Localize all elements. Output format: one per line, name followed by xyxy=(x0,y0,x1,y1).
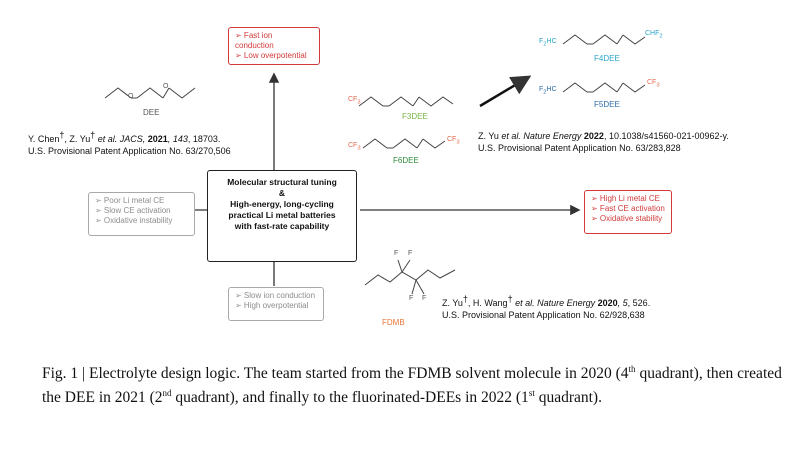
f3dee-cf3: CF3 xyxy=(348,96,361,106)
center-line: Molecular structural tuning xyxy=(227,177,337,187)
figure-caption: Fig. 1 | Electrolyte design logic. The t… xyxy=(42,363,782,406)
left-box-item: ➢ Poor Li metal CE xyxy=(95,196,165,205)
dee-o-2: O xyxy=(163,83,169,90)
dee-o-1: O xyxy=(128,93,134,100)
f6dee-cf3-left: CF3 xyxy=(348,142,361,152)
top-advantage-box: ➢ Fast ion conduction ➢ Low overpotentia… xyxy=(228,27,320,65)
bottom-drawback-box: ➢ Slow ion conduction ➢ High overpotenti… xyxy=(228,287,324,321)
bottom-box-item: ➢ High overpotential xyxy=(235,301,309,310)
reference-q2: Y. Chen†, Z. Yu† et al. JACS, 2021, 143,… xyxy=(28,130,231,157)
fdmb-structure xyxy=(364,259,456,295)
fdmb-f-2: F xyxy=(408,250,413,257)
fdmb-f-4: F xyxy=(422,295,427,302)
f4dee-f2hc: F2HC xyxy=(539,38,557,48)
f5dee-f2hc: F2HC xyxy=(539,86,557,96)
center-line: & xyxy=(278,188,286,198)
f6dee-label: F6DEE xyxy=(393,156,419,165)
fdmb-f-3: F xyxy=(409,295,414,302)
f5dee-label: F5DEE xyxy=(594,100,620,109)
reference-q1: Z. Yu et al. Nature Energy 2022, 10.1038… xyxy=(478,131,729,153)
f6dee-cf3-right: CF3 xyxy=(447,136,460,146)
f6dee-structure xyxy=(362,138,446,149)
f5dee-structure xyxy=(562,82,646,93)
fdmb-label: FDMB xyxy=(382,318,405,327)
reference-q4: Z. Yu†, H. Wang† et al. Nature Energy 20… xyxy=(442,294,651,321)
top-box-item: ➢ Low overpotential xyxy=(235,51,307,60)
f4dee-label: F4DEE xyxy=(594,54,620,63)
right-box-item: ➢ High Li metal CE xyxy=(591,194,660,203)
axes xyxy=(195,72,581,286)
center-line: practical Li metal batteries xyxy=(228,210,336,220)
dee-structure xyxy=(104,87,196,99)
dee-label: DEE xyxy=(143,108,160,117)
f5dee-cf3: CF3 xyxy=(647,79,660,89)
right-advantage-box: ➢ High Li metal CE ➢ Fast CE activation … xyxy=(584,190,672,234)
center-line: with fast-rate capability xyxy=(234,221,330,231)
bottom-box-item: ➢ Slow ion conduction xyxy=(235,291,316,300)
left-box-item: ➢ Oxidative instability xyxy=(95,216,173,225)
fdmb-f-1: F xyxy=(394,250,399,257)
right-box-item: ➢ Oxidative stability xyxy=(591,214,663,223)
f4dee-chf2: CHF2 xyxy=(645,30,663,40)
top-box-item: ➢ Fast ion conduction xyxy=(235,31,274,50)
center-design-box: Molecular structural tuning & High-energ… xyxy=(207,170,357,262)
center-line: High-energy, long-cycling xyxy=(230,199,334,209)
left-drawback-box: ➢ Poor Li metal CE ➢ Slow CE activation … xyxy=(88,192,195,236)
right-box-item: ➢ Fast CE activation xyxy=(591,204,665,213)
left-box-item: ➢ Slow CE activation xyxy=(95,206,171,215)
f4dee-structure xyxy=(562,34,646,45)
f3dee-structure xyxy=(358,96,454,107)
f3dee-label: F3DEE xyxy=(402,112,428,121)
progression-arrow xyxy=(479,75,532,108)
